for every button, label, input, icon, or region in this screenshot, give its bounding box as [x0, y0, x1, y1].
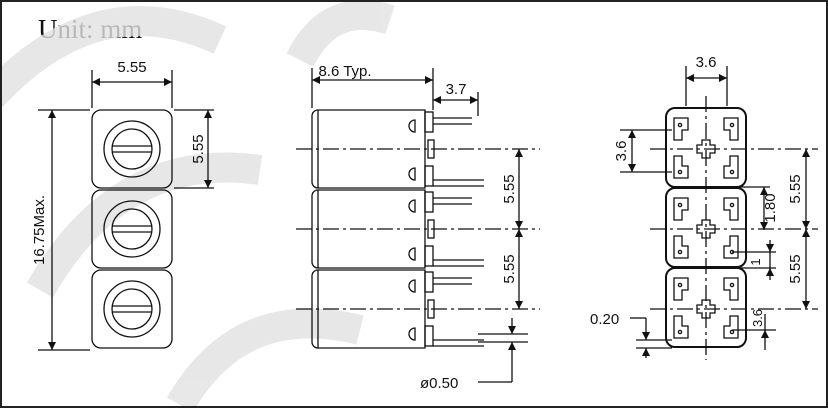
- rotor-1: [103, 120, 161, 178]
- offset-label: 0.20: [590, 311, 619, 328]
- bottom-view: [620, 66, 818, 360]
- front-cell-height-label: 5.55: [190, 134, 207, 163]
- bottom-cell-1: [665, 107, 747, 188]
- front-cell-3: [91, 269, 173, 349]
- small-pitch-label: 1: [748, 258, 763, 265]
- bottom-pitch-upper-label: 5.55: [787, 174, 804, 203]
- side-pitch-lower-label: 5.55: [501, 254, 518, 283]
- pad-spacing-label: 1.80: [762, 193, 779, 222]
- bottom-arrows: [628, 74, 810, 356]
- rotor-2: [103, 200, 161, 258]
- bottom-pitch-lower-label: 5.55: [787, 254, 804, 283]
- front-cell-1: [91, 109, 173, 189]
- front-width-label: 5.55: [117, 59, 146, 76]
- front-total-height-label: 16.75Max.: [31, 195, 48, 265]
- body-length-label: 8.6 Typ.: [318, 63, 371, 80]
- pin-length-label: 3.7: [446, 81, 467, 98]
- pad-pattern-2: [673, 197, 739, 259]
- pad-pattern-1: [673, 117, 739, 179]
- gap-label: 3.6: [750, 309, 765, 327]
- front-arrows: [48, 78, 212, 350]
- pin-diameter-label: ø0.50: [420, 375, 458, 392]
- rotor-3: [103, 280, 161, 338]
- bottom-width-label: 3.6: [696, 54, 717, 71]
- bottom-height-label: 3.6: [613, 141, 630, 162]
- front-cell-2: [91, 189, 173, 269]
- front-view: [38, 70, 214, 351]
- pad-pattern-3: [673, 277, 739, 339]
- side-pitch-upper-label: 5.55: [501, 174, 518, 203]
- side-arrows: [312, 76, 523, 350]
